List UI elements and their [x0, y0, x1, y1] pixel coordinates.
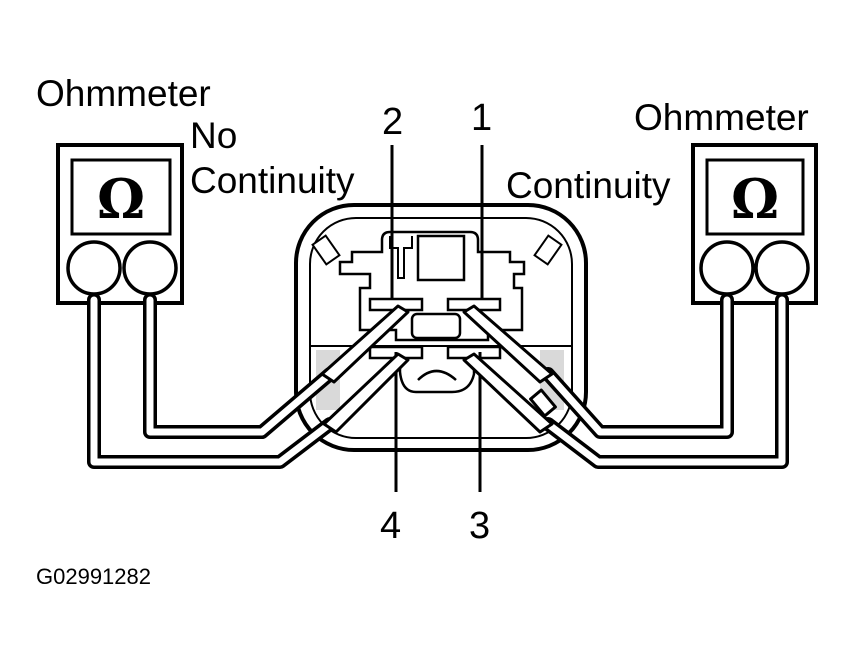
terminal-4-label: 4	[380, 505, 401, 547]
probe-terminal-1	[462, 304, 554, 384]
terminal-1-label: 1	[471, 97, 492, 139]
figure-code: G02991282	[36, 564, 151, 589]
test-probes	[320, 304, 557, 434]
continuity-label: Continuity	[506, 165, 671, 206]
no-label: No	[190, 115, 237, 156]
left-ohm-symbol: Ω	[97, 167, 145, 231]
left-ohmmeter-label: Ohmmeter	[36, 73, 211, 114]
terminal-3-label: 3	[469, 505, 490, 547]
probe-terminal-3	[462, 352, 554, 434]
left-ohmmeter: Ω	[56, 143, 184, 305]
right-ohm-symbol: Ω	[731, 167, 779, 231]
terminal-leaders	[390, 145, 484, 492]
probe-terminal-4	[322, 352, 410, 434]
no-continuity-label: Continuity	[190, 160, 355, 201]
probe-terminal-2	[320, 304, 410, 384]
right-ohmmeter-label: Ohmmeter	[634, 97, 809, 138]
terminal-2-label: 2	[382, 101, 403, 143]
right-ohmmeter: Ω	[691, 143, 818, 305]
